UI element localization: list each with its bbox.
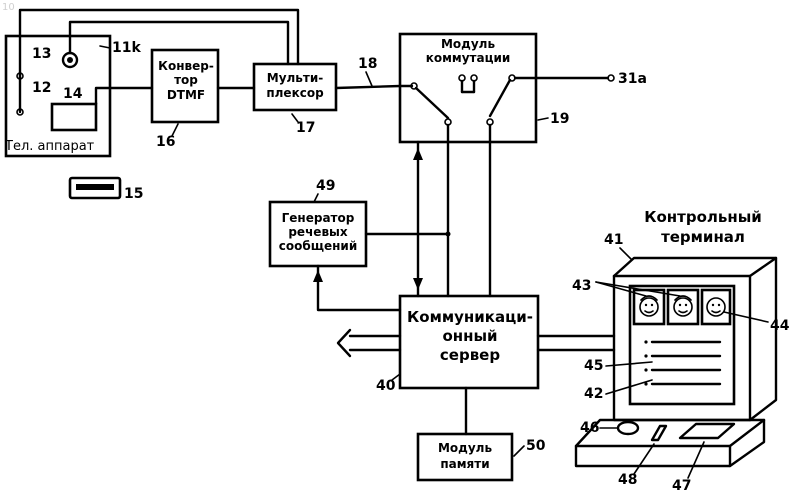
ref-41: 41 <box>604 232 623 248</box>
server-label-3: сервер <box>440 346 500 364</box>
generator-label-1: Генератор <box>282 211 355 225</box>
ref-15: 15 <box>124 186 143 202</box>
ref-14: 14 <box>63 86 83 102</box>
switch-label-2: коммутации <box>426 51 511 65</box>
dtmf-label-2: тор <box>174 73 198 87</box>
mux-to-switch-line <box>336 86 400 88</box>
switch-label-1: Модуль <box>441 37 495 51</box>
generator-label-3: сообщений <box>279 239 358 253</box>
ref-49: 49 <box>316 178 335 194</box>
server-label-1: Коммуникаци- <box>407 308 533 326</box>
mux-label-2: плексор <box>266 86 324 100</box>
ref-46: 46 <box>580 420 599 436</box>
ref-18: 18 <box>358 56 377 72</box>
corner-mark: 10 <box>2 2 15 13</box>
terminal-title-2: терминал <box>661 228 745 246</box>
control-terminal-icon <box>576 258 776 466</box>
ref-50: 50 <box>526 438 546 454</box>
external-bus-arrow <box>338 330 400 356</box>
dtmf-label-3: DTMF <box>167 88 205 102</box>
ref-11k: 11k <box>112 40 141 56</box>
dtmf-label-1: Конвер- <box>158 59 214 73</box>
ref-31a: 31a <box>618 71 647 87</box>
ref-12: 12 <box>32 80 51 96</box>
keypad-icon <box>52 104 96 130</box>
ref-43: 43 <box>572 278 591 294</box>
ref-45: 45 <box>584 358 603 374</box>
ref-19: 19 <box>550 111 569 127</box>
telephone-block <box>6 36 110 156</box>
ref-42: 42 <box>584 386 603 402</box>
ref-13: 13 <box>32 46 51 62</box>
memory-label-2: памяти <box>440 457 489 471</box>
telephone-label: Тел. аппарат <box>4 139 95 154</box>
generator-label-2: речевых <box>288 225 348 239</box>
server-label-2: онный <box>442 327 497 345</box>
ref-44: 44 <box>770 318 790 334</box>
memory-label-1: Модуль <box>438 441 492 455</box>
card-icon <box>70 178 120 198</box>
ref-17: 17 <box>296 120 315 136</box>
ref-47: 47 <box>672 478 691 494</box>
generator-to-server-line <box>318 266 400 310</box>
terminal-title-1: Контрольный <box>644 208 762 226</box>
mux-label-1: Мульти- <box>267 71 324 85</box>
